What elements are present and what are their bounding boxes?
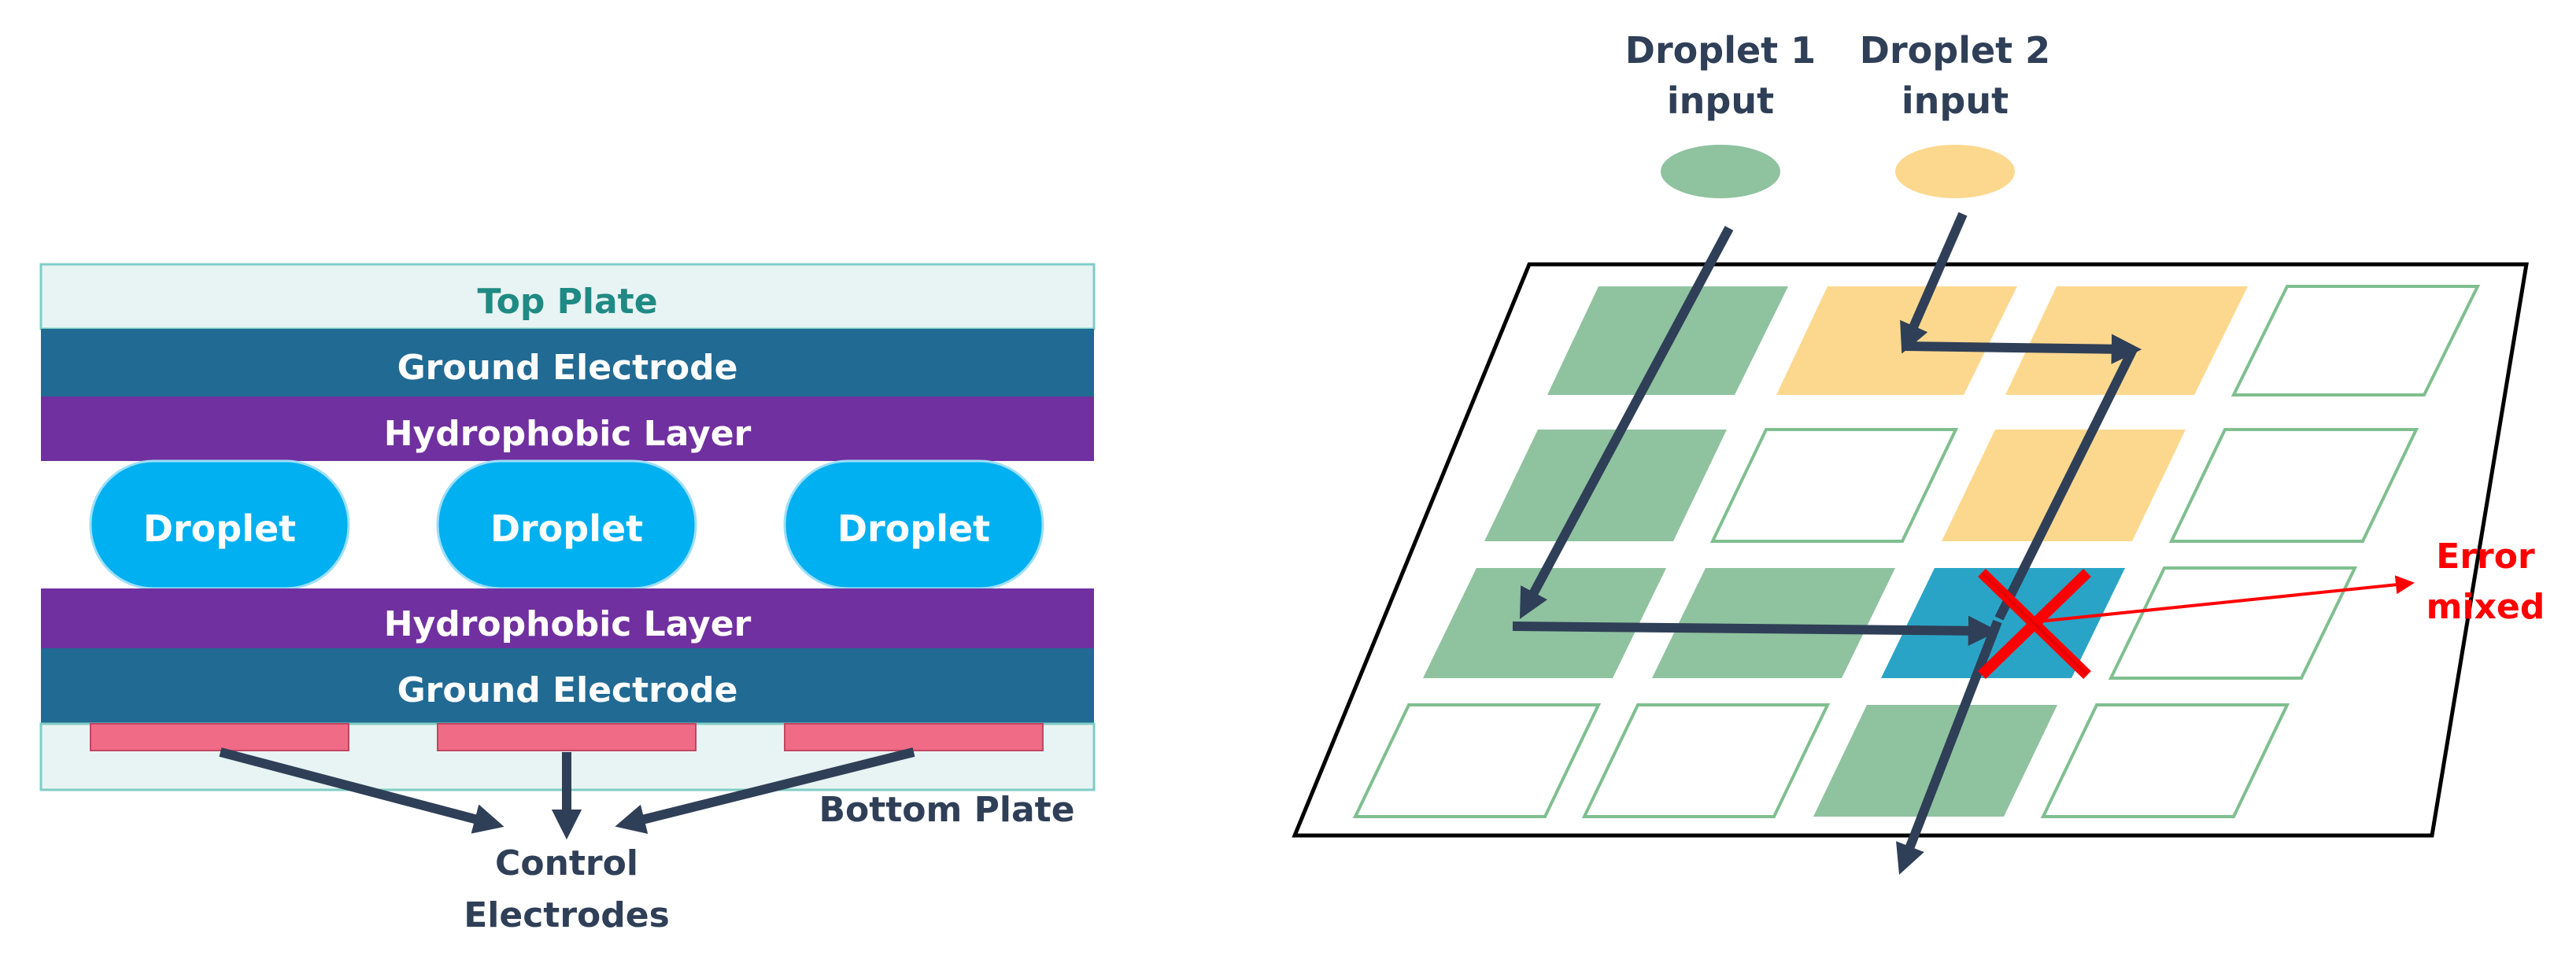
- cell-r4c3: [1813, 705, 2057, 817]
- ground-electrode-top: [41, 329, 1094, 397]
- droplet2-input: [1895, 145, 2015, 198]
- droplet-3-label: Droplet: [837, 507, 990, 550]
- merged-exit-arrow: [1896, 619, 2002, 875]
- droplet1-horizontal-arrow: [1512, 615, 1999, 647]
- droplet2-horizontal-arrow: [1904, 334, 2142, 364]
- error-pointer-arrow: [2038, 575, 2415, 623]
- electrode-board: [1292, 262, 2529, 838]
- cell-r1c4: [2230, 285, 2481, 397]
- hydrophobic-layer-top-label: Hydrophobic Layer: [384, 414, 752, 454]
- cell-r4c4: [2040, 703, 2290, 818]
- cell-r2c4: [2168, 428, 2419, 543]
- droplet1-path-arrow: [1519, 226, 1734, 619]
- droplet-2-label: Droplet: [490, 507, 643, 550]
- droplet2-down-path: [1994, 344, 2139, 621]
- control-electrode-1: [90, 723, 349, 751]
- cell-r3c2: [1652, 568, 1895, 678]
- cell-r4c2: [1581, 703, 1831, 818]
- droplet2-input-label-line2: input: [1902, 79, 2009, 122]
- control-electrodes-label-line2: Electrodes: [464, 895, 670, 935]
- error-label-line1: Error: [2436, 537, 2535, 577]
- control-electrode-3: [784, 723, 1044, 751]
- ground-electrode-bottom-label: Ground Electrode: [397, 670, 738, 710]
- error-label-line2: mixed: [2426, 587, 2545, 627]
- cell-r3c4: [2108, 566, 2358, 680]
- control-electrode-2: [437, 723, 697, 751]
- cross-section-panel: Top Plate Ground Electrode Hydrophobic L…: [39, 263, 1096, 935]
- droplet1-input-label-line2: input: [1667, 79, 1774, 122]
- droplet2-path-arrow: [1900, 212, 1968, 354]
- cell-r4c1: [1352, 703, 1602, 818]
- cell-r2c1: [1484, 430, 1727, 541]
- hydrophobic-layer-top: [41, 397, 1094, 461]
- hydrophobic-layer-bottom-label: Hydrophobic Layer: [384, 604, 752, 644]
- cell-r1c2: [1776, 286, 2017, 395]
- droplet2-input-label-line1: Droplet 2: [1860, 29, 2050, 72]
- hydrophobic-layer-bottom: [41, 588, 1094, 648]
- control-electrodes-label-line1: Control: [495, 843, 638, 883]
- droplet1-input-label-line1: Droplet 1: [1625, 29, 1816, 72]
- arrow-electrode-1: [219, 747, 504, 834]
- droplet1-input: [1661, 145, 1780, 198]
- top-plate-label: Top Plate: [477, 282, 657, 322]
- electrode-grid-panel: Droplet 1 input Droplet 2 input: [1292, 29, 2545, 875]
- error-x-stroke-2: [1978, 568, 2091, 680]
- top-plate: [39, 263, 1096, 330]
- ground-electrode-top-label: Ground Electrode: [397, 348, 738, 388]
- cell-r2c2: [1709, 428, 1959, 543]
- droplet-1-label: Droplet: [143, 507, 296, 550]
- ground-electrode-bottom: [41, 648, 1094, 724]
- bottom-plate-label: Bottom Plate: [819, 790, 1074, 830]
- error-x-outline: [1980, 571, 2089, 677]
- arrow-electrode-3: [615, 747, 915, 834]
